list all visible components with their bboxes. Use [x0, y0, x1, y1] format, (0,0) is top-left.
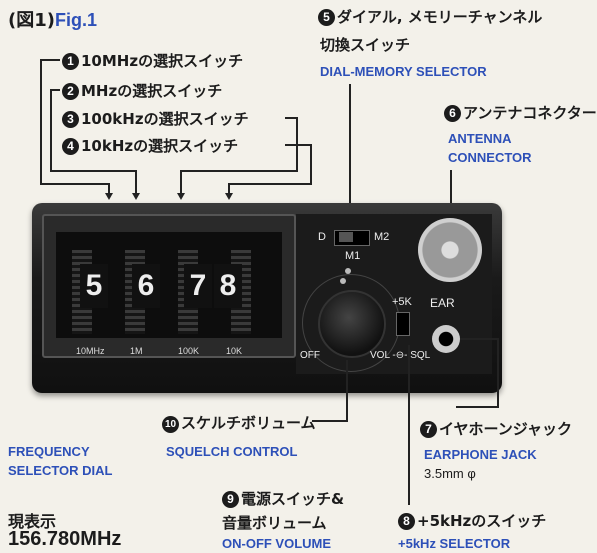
label-earphone-en1: EARPHONE JACK: [424, 447, 537, 462]
freq-dial-en2: SELECTOR DIAL: [8, 463, 113, 478]
label-text: MHzの選択スイッチ: [81, 82, 223, 100]
callout-number: 1: [62, 53, 79, 70]
label-text: 10MHzの選択スイッチ: [81, 52, 244, 70]
label-antenna-en2: CONNECTOR: [448, 150, 532, 165]
figure-prefix: (図1): [8, 10, 55, 31]
callout-number: 10: [162, 416, 179, 433]
callout-number: 2: [62, 83, 79, 100]
current-display-value: 156.780MHz: [8, 528, 122, 550]
scale-10mhz: 10MHz: [76, 346, 105, 356]
off-label: OFF: [300, 350, 320, 361]
callout-number: 6: [444, 105, 461, 122]
label-text: 100kHzの選択スイッチ: [81, 110, 249, 128]
label-text: 10kHzの選択スイッチ: [81, 137, 239, 155]
plus5k-label: +5K: [392, 296, 412, 308]
label-text: ダイアル, メモリーチャンネル: [337, 8, 543, 26]
digit-10khz: 8: [214, 264, 242, 308]
digit-100khz: 7: [184, 264, 212, 308]
ear-label: EAR: [430, 296, 455, 310]
label-earphone-en2: 3.5mm φ: [424, 466, 476, 481]
scale-1m: 1M: [130, 346, 143, 356]
digit-1mhz: 6: [132, 264, 160, 308]
volume-squelch-knob[interactable]: [318, 290, 386, 358]
plus5khz-switch[interactable]: [396, 312, 410, 336]
figure-label: (図1)Fig.1: [8, 6, 97, 32]
label-text: スケルチボリューム: [181, 414, 316, 432]
label-5khz-en: +5kHz SELECTOR: [398, 536, 511, 551]
vol-sql-label: VOL -⊖- SQL: [370, 350, 431, 361]
label-text: アンテナコネクター: [463, 104, 597, 122]
callout-number: 9: [222, 491, 239, 508]
label-text: 電源スイッチ&: [241, 490, 345, 508]
selector-m2-label: M2: [374, 231, 390, 243]
callout-number: 4: [62, 138, 79, 155]
figure-name: Fig.1: [54, 10, 97, 30]
scale-10k: 10K: [226, 346, 243, 356]
callout-number: 8: [398, 513, 415, 530]
selector-d-label: D: [318, 231, 326, 243]
label-text: +5kHzのスイッチ: [417, 512, 547, 530]
freq-dial-en1: FREQUENCY: [8, 444, 90, 459]
callout-number: 5: [318, 9, 335, 26]
callout-number: 3: [62, 111, 79, 128]
dial-memory-selector-switch[interactable]: [334, 230, 370, 246]
callout-number: 7: [420, 421, 437, 438]
scale-100k: 100K: [178, 346, 200, 356]
label-dial-memory-en: DIAL-MEMORY SELECTOR: [320, 64, 487, 79]
current-display-label: 現表示: [8, 512, 57, 531]
label-power-volume-line2: 音量ボリューム: [222, 514, 327, 532]
selector-m1-label: M1: [345, 250, 361, 262]
label-antenna-en1: ANTENNA: [448, 131, 512, 146]
label-5khz: 8+5kHzのスイッチ: [398, 510, 546, 531]
label-text: イヤホーンジャック: [439, 420, 573, 438]
antenna-connector[interactable]: [418, 218, 482, 282]
label-dial-memory-line2: 切換スイッチ: [320, 36, 411, 54]
label-power-volume-en: ON-OFF VOLUME: [222, 536, 332, 551]
earphone-jack[interactable]: [432, 325, 460, 353]
digit-10mhz: 5: [80, 264, 108, 308]
label-squelch-en: SQUELCH CONTROL: [166, 444, 298, 459]
